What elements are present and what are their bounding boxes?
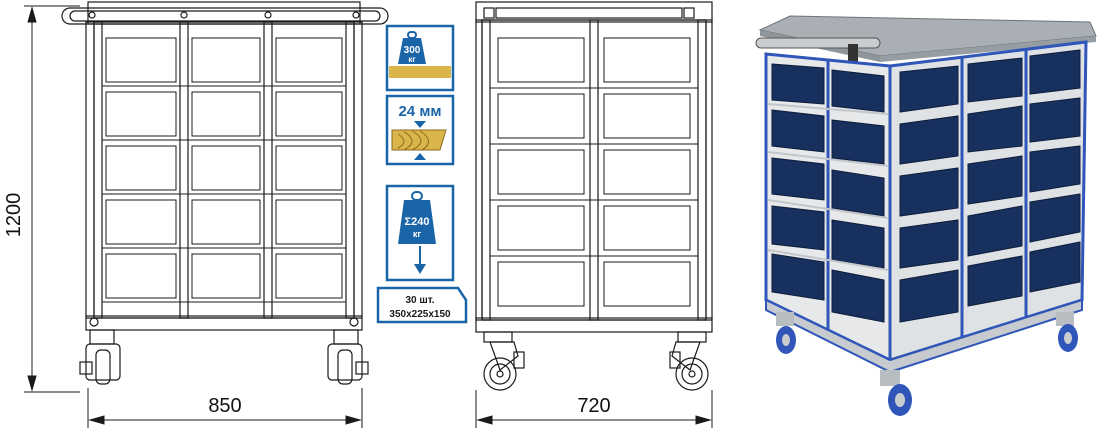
arrow-up-icon [414, 153, 426, 160]
side-panels [490, 37, 698, 307]
board-thickness-label: 24 мм [398, 103, 441, 120]
side-top-beam [475, 1, 713, 23]
side-base [475, 317, 713, 333]
bins-size: 350x225x150 [389, 309, 451, 320]
total-load-unit: кг [413, 229, 422, 239]
front-caster-left [79, 329, 121, 385]
right-face-bins [899, 49, 1081, 323]
side-frame [475, 19, 713, 321]
front-post-right [345, 21, 355, 319]
weight-icon [398, 191, 436, 244]
bins-count: 30 шт. [405, 295, 434, 306]
side-caster-right [669, 331, 709, 391]
shelf-load-unit: кг [408, 55, 416, 64]
front-post-mid2 [263, 21, 273, 319]
arrow-down-icon [414, 264, 426, 274]
front-post-left [93, 21, 103, 319]
side-view [475, 1, 713, 391]
arrow-down-icon [414, 121, 426, 128]
cart-3d-render [755, 15, 1097, 416]
front-top-beam [87, 1, 361, 25]
height-label: 1200 [3, 193, 25, 238]
side-caster-left [483, 331, 525, 391]
cart-handle [755, 37, 881, 49]
caster-3d-front [880, 370, 912, 416]
side-depth-dimension [475, 390, 713, 428]
height-dimension [24, 5, 80, 393]
front-post-mid1 [179, 21, 189, 319]
side-depth-label: 720 [577, 395, 610, 417]
wood-grain-icon [391, 129, 447, 151]
shelf-load-value: 300 [404, 45, 421, 56]
weight-icon [398, 31, 426, 64]
caster-3d-front-left [776, 312, 796, 354]
board-thickness-badge: 24 мм [385, 94, 455, 166]
side-post-mid [589, 19, 599, 321]
front-caster-right [327, 329, 369, 385]
front-bins [102, 37, 346, 303]
shelf-load-badge: 300 кг [385, 24, 455, 92]
caster-3d-right [1056, 312, 1078, 352]
left-face-bins [771, 63, 885, 323]
front-width-dimension [87, 388, 363, 428]
bins-badge: 30 шт. 350x225x150 [376, 286, 468, 324]
front-width-label: 850 [208, 395, 241, 417]
front-base [85, 315, 363, 331]
front-frame [85, 21, 363, 319]
total-load-value: Σ240 [405, 216, 430, 228]
total-load-badge: Σ240 кг [385, 184, 455, 282]
front-view [61, 1, 389, 385]
